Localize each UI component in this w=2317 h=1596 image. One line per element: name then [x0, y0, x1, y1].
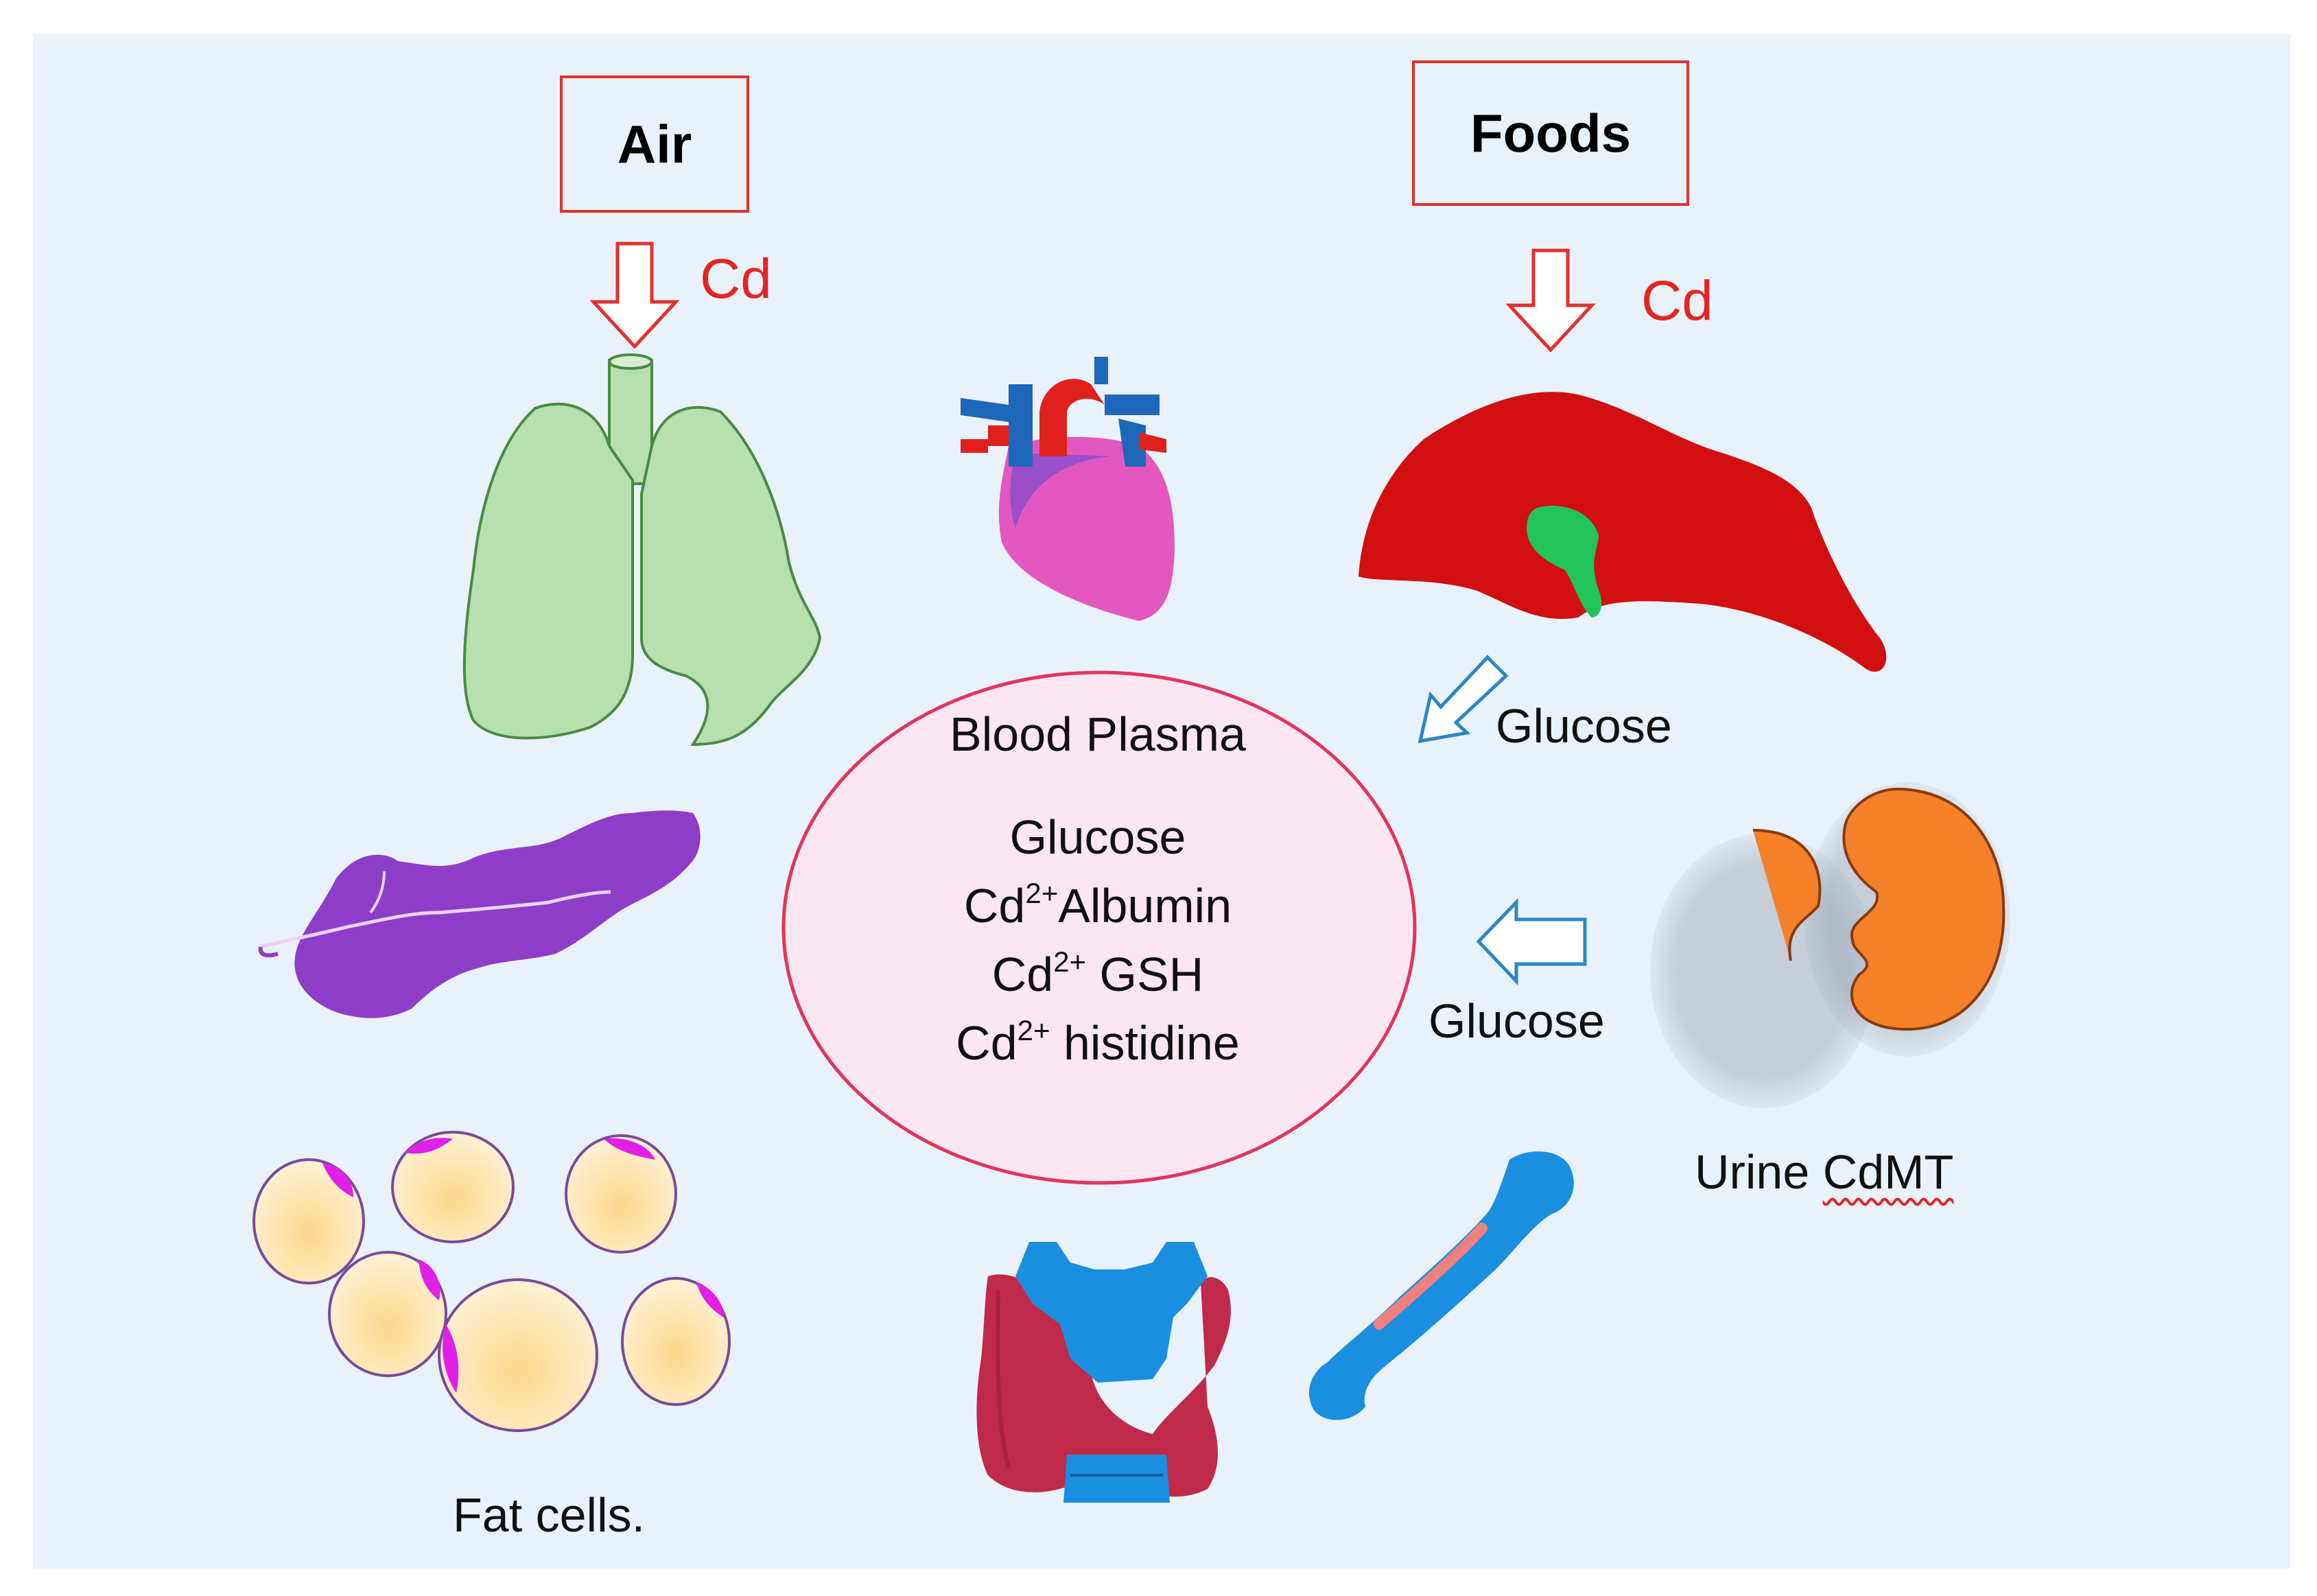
liver-to-plasma-arrow [1418, 655, 1509, 744]
kidney-glucose-label: Glucose [1428, 994, 1605, 1048]
thyroid-icon [976, 1242, 1231, 1503]
fat-cell [328, 1251, 447, 1377]
fat-cell [252, 1158, 365, 1284]
air-source-box: Air [560, 75, 749, 213]
air-label: Air [617, 113, 692, 174]
blood-plasma-oval [781, 670, 1417, 1185]
fat-cell [391, 1131, 515, 1243]
foods-label: Foods [1470, 102, 1631, 163]
plasma-glucose: Glucose [1009, 810, 1186, 864]
plasma-cd-gsh: Cd2+ GSH [991, 946, 1204, 1001]
foods-source-box: Foods [1412, 60, 1689, 206]
air-down-arrow [589, 242, 680, 349]
pancreas-icon [258, 810, 701, 1018]
liver-icon [1359, 392, 1887, 672]
foods-cd-label: Cd [1641, 270, 1713, 332]
plasma-title: Blood Plasma [950, 707, 1246, 761]
lungs-icon [462, 353, 822, 747]
plasma-cd-albumin: Cd2+Albumin [963, 877, 1232, 932]
foods-down-arrow [1505, 248, 1596, 353]
heart-icon [961, 357, 1175, 621]
blood-plasma-contents: Blood Plasma Glucose Cd2+Albumin Cd2+ GS… [782, 707, 1413, 1105]
urine-cdmt-underlined: CdMT [1822, 1145, 1954, 1199]
fat-cell [621, 1277, 731, 1406]
liver-glucose-label: Glucose [1496, 699, 1672, 753]
fat-cell [438, 1278, 598, 1432]
kidneys-icon [1650, 782, 2010, 1108]
kidney-to-plasma-arrow [1476, 897, 1587, 986]
fat-cells-label: Fat cells. [453, 1488, 646, 1542]
fat-cell [565, 1134, 677, 1254]
urine-cdmt-label: Urine CdMT [1695, 1145, 1954, 1199]
fat-cells-icon [252, 1131, 731, 1432]
plasma-cd-histidine: Cd2+ histidine [956, 1014, 1240, 1070]
bone-icon [1308, 1151, 1574, 1420]
air-cd-label: Cd [700, 248, 772, 310]
